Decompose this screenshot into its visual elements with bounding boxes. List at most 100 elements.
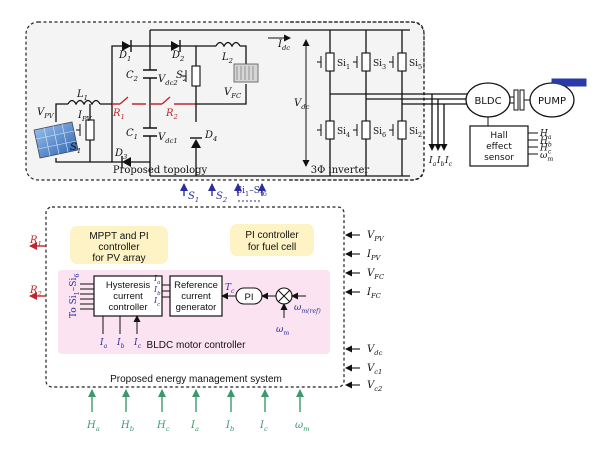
hysteresis-box	[93, 275, 163, 317]
ems-bottom-input-label: Hc	[156, 420, 170, 433]
mppt-box-label: MPPT and PI	[89, 231, 148, 242]
gate-si-label: Si1–Si6	[236, 186, 267, 198]
inverter-switch-label: Si6	[373, 127, 386, 139]
label-l1: L1	[76, 89, 88, 102]
reference-box	[169, 275, 223, 317]
bldc-controller-label: BLDC motor controller	[147, 340, 247, 351]
ems-right-input-label: IFC	[366, 287, 382, 300]
label-s1: S1	[70, 142, 81, 155]
reference-label: current	[181, 291, 211, 302]
diode-d4	[190, 137, 202, 148]
topology-title: Proposed topology	[113, 165, 208, 176]
inverter-switch-label: Si5	[409, 59, 422, 71]
reference-label: Reference	[174, 280, 218, 291]
diode-d3	[121, 156, 131, 168]
ems-right-input-label: Vc1	[367, 363, 382, 376]
pump-label: PUMP	[538, 96, 566, 107]
phase-lines	[330, 93, 468, 151]
ems-right-input-label: Vdc	[367, 344, 383, 357]
inverter-frame-edge	[290, 70, 425, 181]
mppt-box-label: controller	[98, 242, 140, 253]
three-phase-inverter	[300, 29, 410, 177]
pi-fc-box-label: PI controller	[245, 230, 299, 241]
relay-outputs	[29, 242, 46, 300]
label-d2: D2	[171, 50, 184, 63]
ems-title: Proposed energy management system	[110, 374, 282, 385]
bottom-input-arrows	[88, 389, 304, 412]
inverter-switch	[389, 52, 407, 72]
ic-star-label: Ic	[153, 296, 160, 308]
ems-bottom-input-label: ωm	[295, 420, 310, 433]
label-vdc1: Vdc1	[158, 132, 178, 145]
fuel-cell-icon	[233, 63, 259, 83]
label-r2: R2	[165, 108, 178, 121]
label-vfc: VFC	[224, 87, 242, 100]
label-d3: D3	[114, 148, 127, 161]
label-c2: C2	[126, 70, 138, 83]
hall-output-label: ωm	[540, 151, 553, 163]
ems-bottom-input-label: Ic	[259, 420, 268, 433]
phase-current-label: Ic	[444, 156, 453, 168]
gate-signal-arrows	[180, 183, 266, 202]
inductor-l2	[215, 41, 241, 48]
ib-star-label: Ib	[153, 285, 161, 297]
label-d1: D1	[118, 50, 131, 63]
pi-label: PI	[245, 292, 254, 303]
topology-panel	[25, 21, 425, 181]
inverter-title: 3Φ inverter	[311, 165, 370, 176]
omega-ref-label: ωm(ref)	[294, 303, 321, 315]
inverter-switch-label: Si3	[373, 59, 386, 71]
label-vdc2: Vdc2	[158, 74, 178, 87]
hysteresis-label: Hysteresis	[106, 280, 151, 291]
hall-output-label: Hc	[539, 144, 552, 156]
label-r1: R1	[112, 108, 125, 121]
ems-bottom-input-label: Ha	[86, 420, 100, 433]
right-input-arrows	[345, 231, 360, 389]
label-vdc: Vdc	[294, 98, 310, 111]
label-l2: L2	[221, 52, 233, 65]
hall-sensor-box	[469, 117, 538, 167]
label-c1: C1	[126, 128, 138, 141]
hall-output-label: Ha	[539, 129, 552, 141]
label-vpv: VPV	[37, 107, 55, 120]
inverter-switch	[353, 52, 371, 72]
inner-current-label: Ib	[116, 338, 125, 350]
shaft-coupling	[510, 89, 530, 111]
pv-panel-icon	[33, 121, 79, 159]
r1-output-label: R1	[29, 235, 42, 248]
hall-output-label: Hb	[539, 136, 552, 148]
label-d4: D4	[204, 130, 217, 143]
omega-m-label: ωm	[276, 325, 289, 337]
ia-star-label: Ia	[153, 274, 160, 286]
hysteresis-label: current	[113, 291, 143, 302]
hall-sensor-label: Hall	[490, 131, 507, 141]
label-s2: S2	[176, 70, 187, 83]
phase-current-label: Ib	[436, 156, 445, 168]
capacitor-c2	[143, 69, 157, 79]
ems-right-input-label: Vc2	[367, 380, 382, 393]
inverter-switch	[353, 120, 371, 140]
switch-s1	[76, 104, 95, 162]
to-si-label: To Si1–Si6	[69, 274, 81, 318]
bldc-label: BLDC	[474, 96, 501, 107]
diode-d2	[171, 40, 181, 52]
inverter-switch	[317, 120, 335, 140]
r2-output-label: R2	[29, 285, 42, 298]
summing-junction	[275, 287, 293, 305]
ems-bottom-input-label: Ia	[190, 420, 199, 433]
phase-current-label: Ia	[428, 156, 437, 168]
relay-r1	[112, 96, 146, 105]
ems-right-input-label: VFC	[367, 268, 385, 281]
mppt-box	[70, 226, 168, 264]
ems-panel	[45, 206, 345, 388]
relay-r2	[150, 96, 196, 105]
label-ipv: IPV	[77, 110, 93, 123]
inverter-switch	[389, 120, 407, 140]
mppt-box-label: for PV array	[92, 253, 145, 264]
hysteresis-label: controller	[108, 302, 147, 313]
inductor-l1	[67, 99, 101, 106]
capacitor-c1	[143, 127, 157, 137]
topology-dashed-frame	[25, 21, 425, 181]
tc-label: Tc	[225, 283, 235, 295]
